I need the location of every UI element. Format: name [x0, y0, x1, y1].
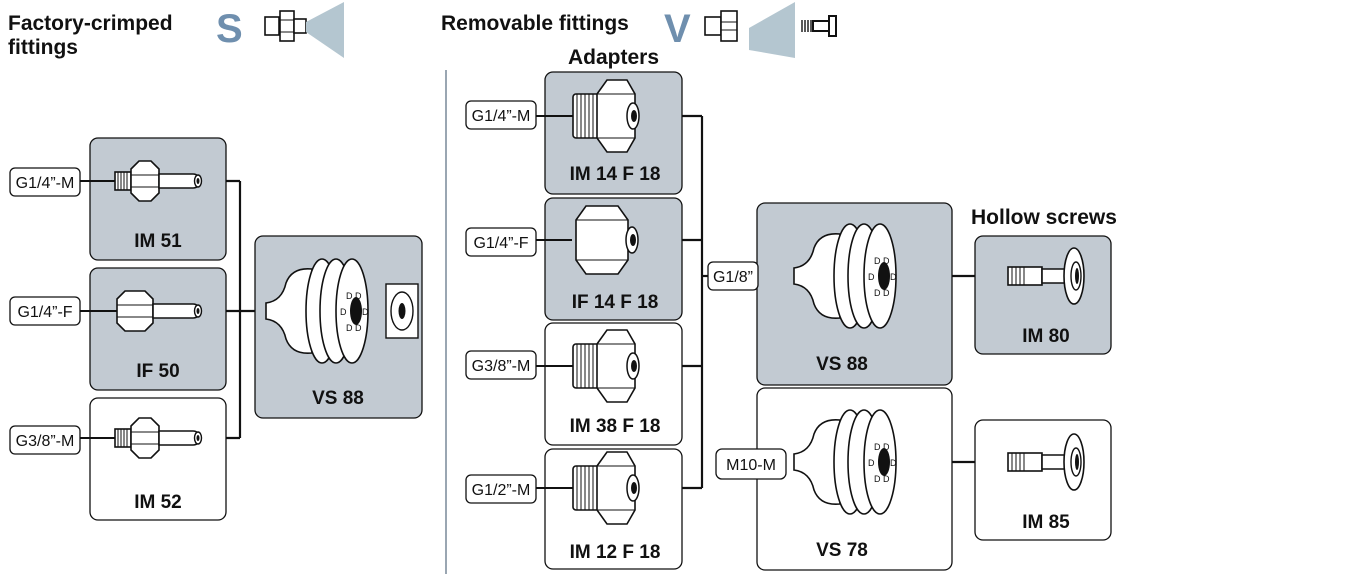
adapter-label-im12f18: IM 12 F 18 [570, 542, 661, 563]
port-label-im51: G1/4”-M [16, 175, 75, 192]
port-label-box [707, 261, 759, 291]
port-label-box [9, 425, 81, 455]
fitting-label-im52: IM 52 [134, 492, 182, 513]
factory-fitting-icon [264, 2, 344, 58]
removable-title: Removable fittings [441, 12, 629, 35]
fitting-label-im51: IM 51 [134, 231, 182, 252]
port-label-im12f18: G1/2”-M [472, 482, 531, 499]
port-label-box [465, 227, 537, 257]
port-label-box [465, 100, 537, 130]
port-label-im52: G3/8”-M [16, 433, 75, 450]
cup-label-vs78: VS 78 [816, 540, 868, 561]
port-label-box [9, 296, 81, 326]
adapter-label-if14f18: IF 14 F 18 [572, 292, 659, 313]
factory-title-line2: fittings [8, 36, 78, 59]
port-label-box [465, 474, 537, 504]
factory-title-line1: Factory-crimped [8, 12, 173, 35]
removable-letter-v: V [664, 7, 691, 51]
screw-label-im85: IM 85 [1022, 512, 1070, 533]
fitting-label-if50: IF 50 [136, 361, 179, 382]
port-label-im14f18: G1/4”-M [472, 108, 531, 125]
port-label-vs78: M10-M [726, 457, 776, 474]
port-label-vs88: G1/8” [713, 269, 753, 286]
port-label-if50: G1/4”-F [17, 304, 72, 321]
port-label-box [9, 167, 81, 197]
cup-label-vs88-factory: VS 88 [312, 388, 364, 409]
adapter-label-im14f18: IM 14 F 18 [570, 164, 661, 185]
port-label-box [715, 448, 787, 480]
hollow-screws-title: Hollow screws [971, 206, 1117, 229]
hollow-screw-icon [801, 15, 837, 37]
removable-fitting-icon [704, 2, 795, 58]
adapter-label-im38f18: IM 38 F 18 [570, 416, 661, 437]
factory-letter-s: S [216, 7, 243, 51]
fitting-box-im51[interactable] [89, 137, 227, 261]
port-label-if14f18: G1/4”-F [473, 235, 528, 252]
cup-label-vs88-removable: VS 88 [816, 354, 868, 375]
port-label-im38f18: G3/8”-M [472, 358, 531, 375]
adapters-title: Adapters [568, 46, 659, 69]
port-label-box [465, 350, 537, 380]
screw-label-im80: IM 80 [1022, 326, 1070, 347]
